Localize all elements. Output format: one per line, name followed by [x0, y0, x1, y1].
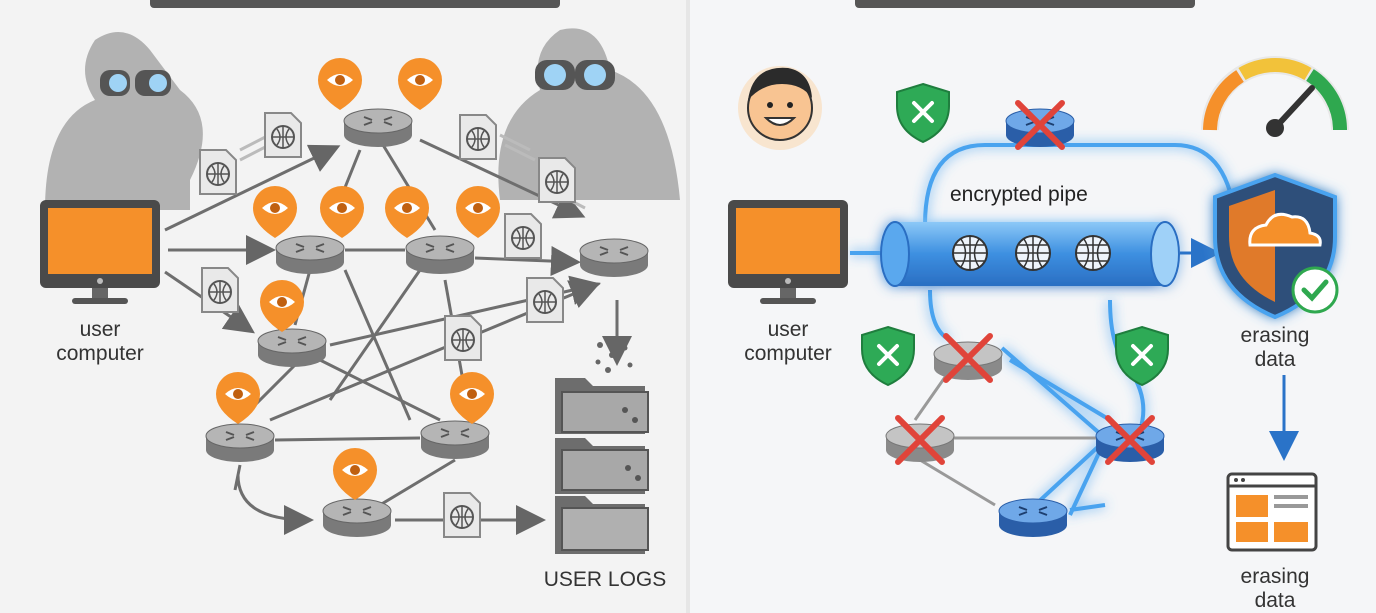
- monitor-icon: [40, 200, 160, 304]
- panel-heading-cropped: [150, 0, 560, 8]
- surveillance-diagram: [40, 28, 680, 554]
- binoculars-spy-right: [498, 28, 680, 201]
- binoculars-spy-left: [45, 32, 203, 210]
- falling-data: [595, 342, 633, 373]
- folder-icon: [555, 378, 649, 554]
- panel-divider: [686, 0, 690, 613]
- globe-icon: [952, 235, 1111, 271]
- erasing-data-label-2: erasing data: [1240, 565, 1310, 612]
- user-logs-label: USER LOGS: [543, 568, 667, 591]
- speedometer-icon: [1201, 56, 1349, 137]
- protected-diagram: [728, 56, 1349, 552]
- protected-panel: user computer encrypted pipe erasing dat…: [690, 0, 1376, 613]
- router-icon: [885, 108, 1165, 538]
- smiley-face-icon: [738, 66, 822, 150]
- cloud-icon: [1248, 212, 1322, 247]
- monitor-icon: [728, 200, 848, 304]
- checkmark-icon: [1291, 266, 1339, 314]
- encrypted-pipe-label: encrypted pipe: [950, 183, 1088, 206]
- panel-heading-cropped: [855, 0, 1195, 8]
- surveillance-panel: user computer USER LOGS: [0, 0, 686, 613]
- user-computer-label: user computer: [744, 318, 832, 365]
- erasing-data-label-1: erasing data: [1240, 324, 1310, 371]
- user-computer-label: user computer: [56, 318, 144, 365]
- browser-window-icon: [1226, 472, 1318, 552]
